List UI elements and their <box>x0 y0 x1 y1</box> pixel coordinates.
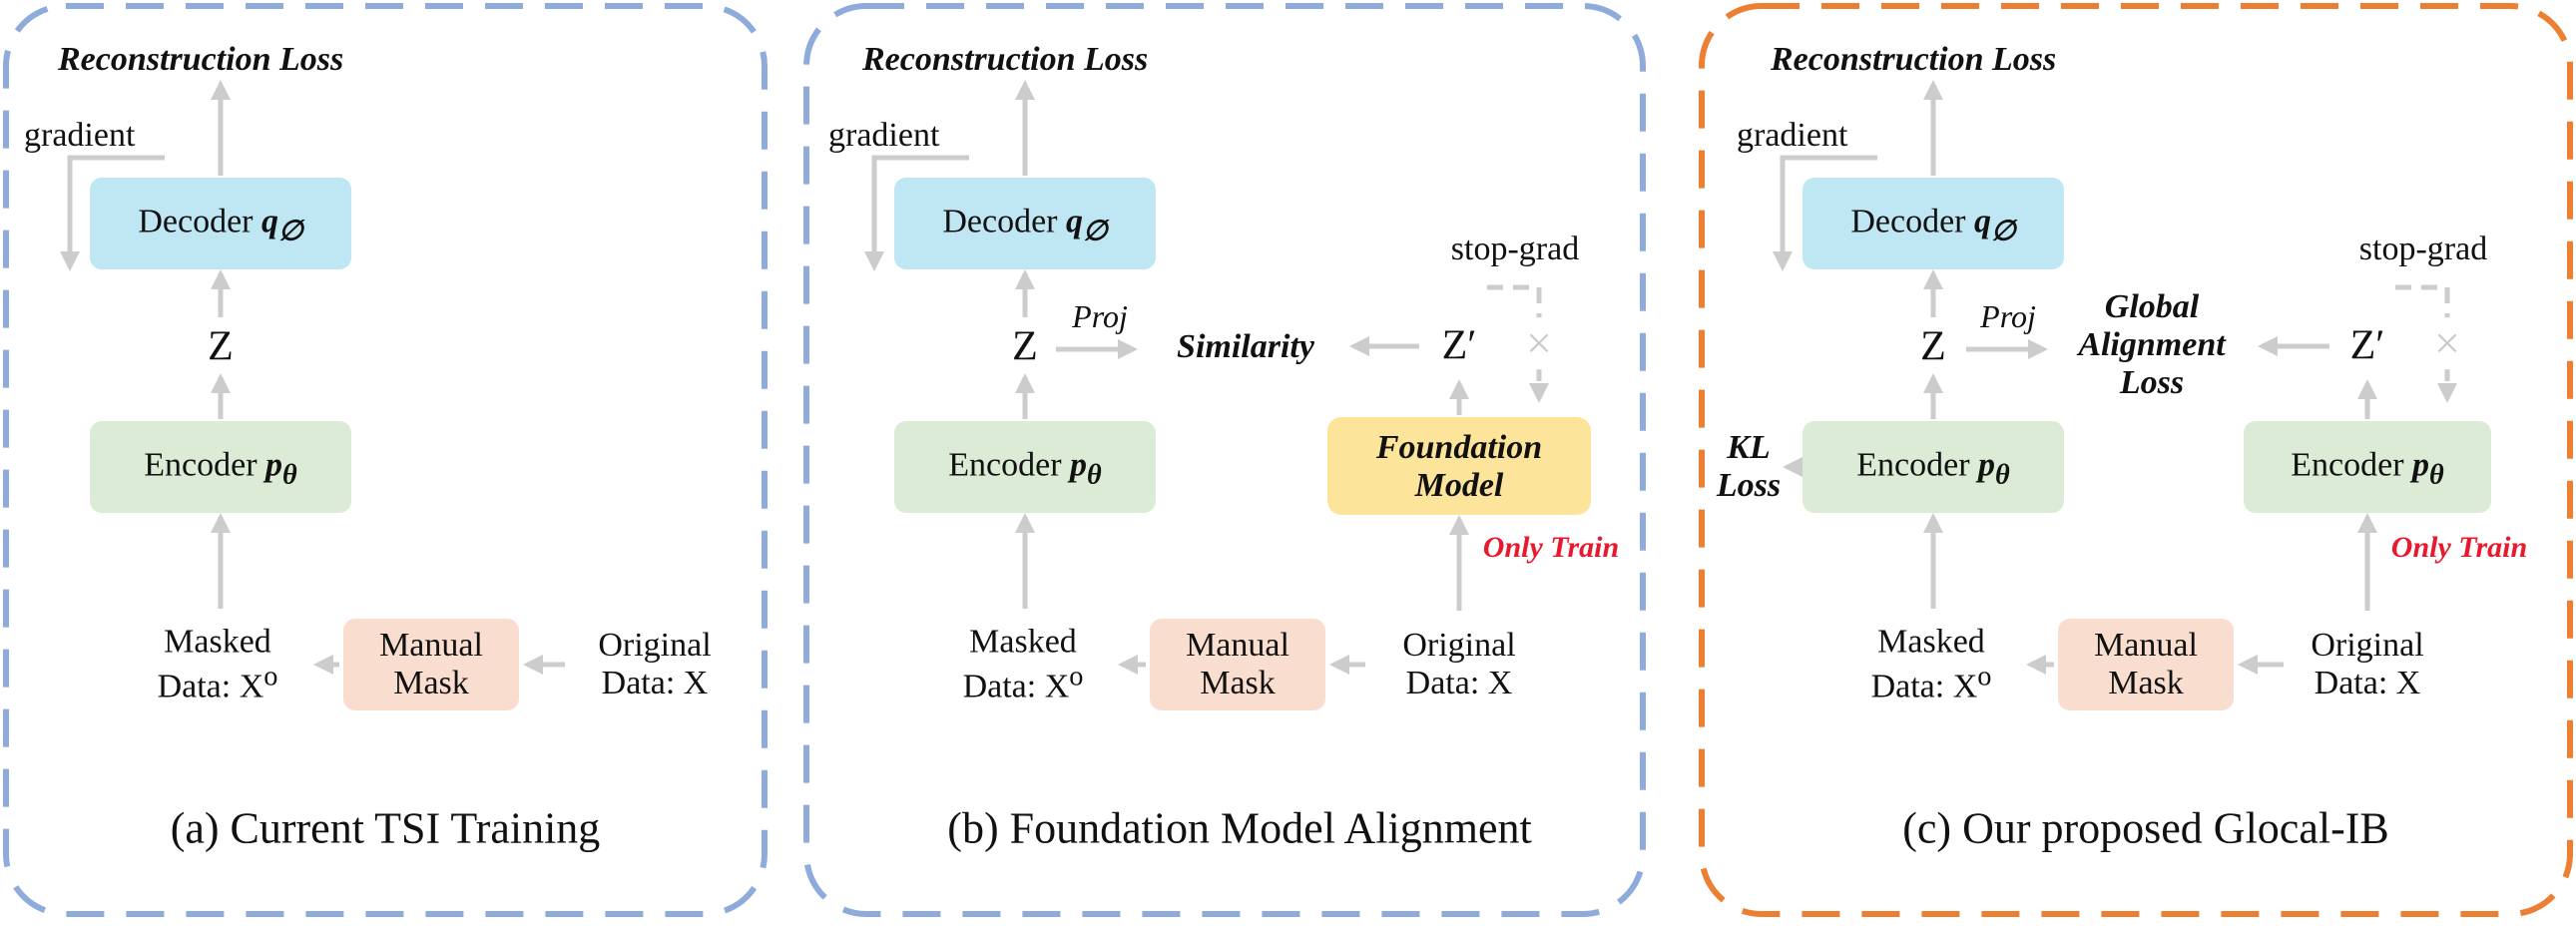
panel-b-stop-grad-path <box>1487 284 1549 403</box>
panel-a-mask-box <box>343 619 519 710</box>
panel-c-mask-box <box>2058 619 2234 710</box>
panel-c-encoder-box <box>1803 421 2064 513</box>
panel-c-gradient-arrow <box>1773 155 1877 271</box>
panel-c-frame <box>1699 3 2573 917</box>
panel-c-encoder2-box <box>2244 421 2491 513</box>
panel-a-gradient-arrow <box>60 155 165 271</box>
panel-b-mask-box <box>1150 619 1325 710</box>
panel-b-frame <box>803 3 1646 917</box>
panel-b-gradient-arrow <box>864 155 969 271</box>
panel-c-stop-grad-path <box>2395 284 2457 403</box>
panel-b-encoder-box <box>894 421 1156 513</box>
panel-a-frame <box>3 3 768 917</box>
panel-a-decoder-box <box>90 178 351 269</box>
panel-b-decoder-box <box>894 178 1156 269</box>
panel-c-decoder-box <box>1803 178 2064 269</box>
panel-b-foundation-box <box>1327 417 1591 515</box>
panel-a-encoder-box <box>90 421 351 513</box>
